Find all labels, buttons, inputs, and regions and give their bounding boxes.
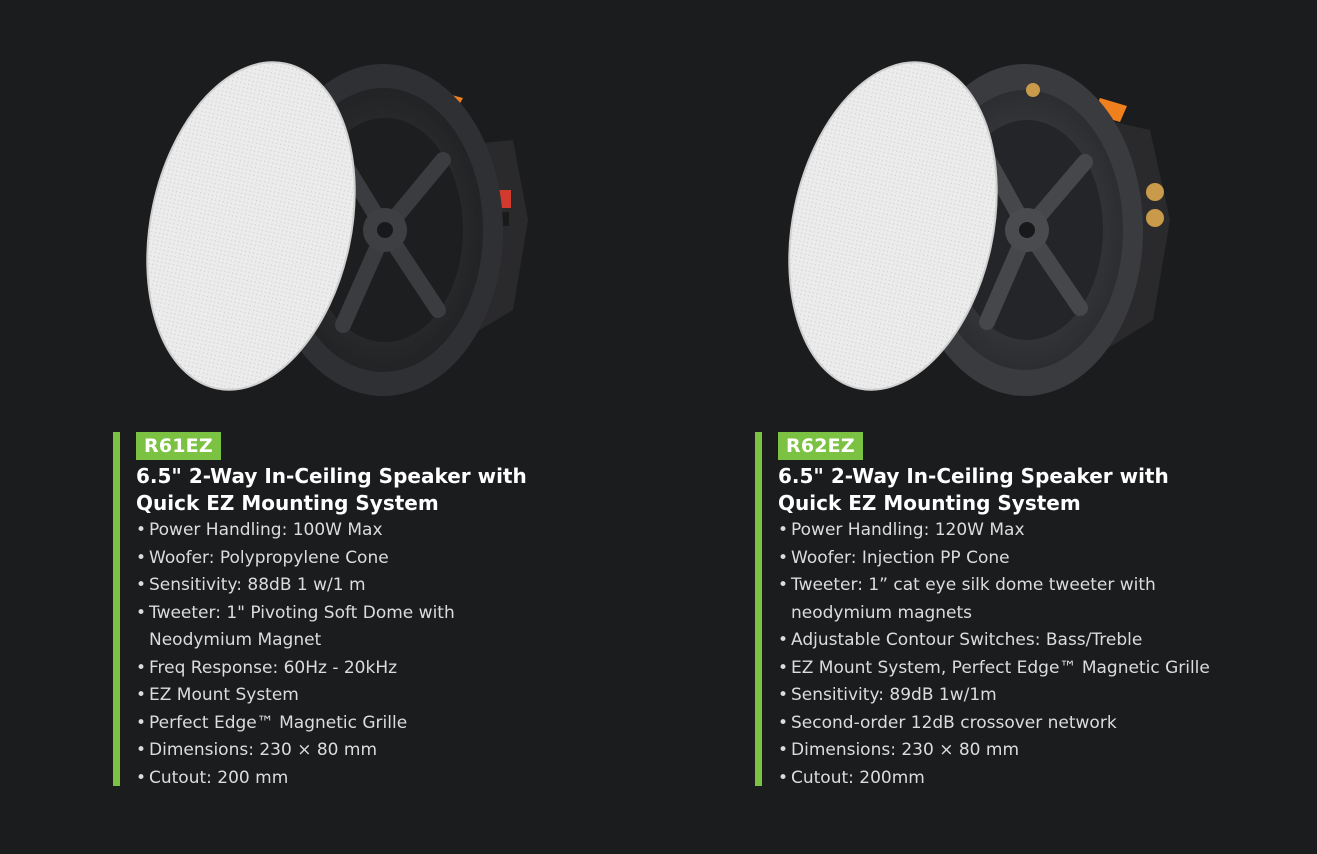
spec-block: R61EZ 6.5" 2-Way In-Ceiling Speaker with… xyxy=(113,432,653,792)
feature-item: Cutout: 200mm xyxy=(778,765,1295,793)
speaker-image xyxy=(133,50,553,410)
feature-list: Power Handling: 100W Max Woofer: Polypro… xyxy=(136,517,653,792)
feature-item: Power Handling: 120W Max xyxy=(778,517,1295,545)
product-title: 6.5" 2-Way In-Ceiling Speaker with Quick… xyxy=(778,463,1295,517)
model-badge: R61EZ xyxy=(136,432,221,460)
speaker-image xyxy=(775,50,1195,410)
model-badge: R62EZ xyxy=(778,432,863,460)
feature-item: Tweeter: 1” cat eye silk dome tweeter wi… xyxy=(778,572,1191,627)
feature-list: Power Handling: 120W Max Woofer: Injecti… xyxy=(778,517,1295,792)
feature-item: EZ Mount System, Perfect Edge™ Magnetic … xyxy=(778,655,1295,683)
feature-item: Second-order 12dB crossover network xyxy=(778,710,1295,738)
feature-item: Sensitivity: 88dB 1 w/1 m xyxy=(136,572,653,600)
woofer-spokes xyxy=(325,137,451,333)
feature-item: Dimensions: 230 × 80 mm xyxy=(778,737,1295,765)
product-title-line-2: Quick EZ Mounting System xyxy=(136,491,439,515)
woofer-spokes xyxy=(972,137,1093,330)
feature-item: Woofer: Injection PP Cone xyxy=(778,545,1295,573)
feature-item: Tweeter: 1" Pivoting Soft Dome with Neod… xyxy=(136,600,489,655)
product-card-r62ez: R62EZ 6.5" 2-Way In-Ceiling Speaker with… xyxy=(755,0,1315,854)
spec-block: R62EZ 6.5" 2-Way In-Ceiling Speaker with… xyxy=(755,432,1295,792)
feature-item: Freq Response: 60Hz - 20kHz xyxy=(136,655,653,683)
contour-switch xyxy=(1026,83,1040,97)
product-card-r61ez: R61EZ 6.5" 2-Way In-Ceiling Speaker with… xyxy=(113,0,673,854)
feature-item: Cutout: 200 mm xyxy=(136,765,653,793)
feature-item: Adjustable Contour Switches: Bass/Treble xyxy=(778,627,1295,655)
terminal-gold xyxy=(1146,209,1164,227)
product-title: 6.5" 2-Way In-Ceiling Speaker with Quick… xyxy=(136,463,653,517)
product-title-line-1: 6.5" 2-Way In-Ceiling Speaker with xyxy=(778,464,1169,488)
speaker-illustration xyxy=(146,61,528,396)
feature-item: Woofer: Polypropylene Cone xyxy=(136,545,653,573)
magnetic-grille xyxy=(146,61,356,391)
feature-item: Dimensions: 230 × 80 mm xyxy=(136,737,653,765)
feature-item: Sensitivity: 89dB 1w/1m xyxy=(778,682,1295,710)
product-title-line-1: 6.5" 2-Way In-Ceiling Speaker with xyxy=(136,464,527,488)
magnetic-grille xyxy=(788,61,998,391)
feature-item: Power Handling: 100W Max xyxy=(136,517,653,545)
speaker-illustration xyxy=(788,61,1170,396)
terminal-gold xyxy=(1146,183,1164,201)
feature-item: EZ Mount System xyxy=(136,682,653,710)
product-title-line-2: Quick EZ Mounting System xyxy=(778,491,1081,515)
feature-item: Perfect Edge™ Magnetic Grille xyxy=(136,710,653,738)
